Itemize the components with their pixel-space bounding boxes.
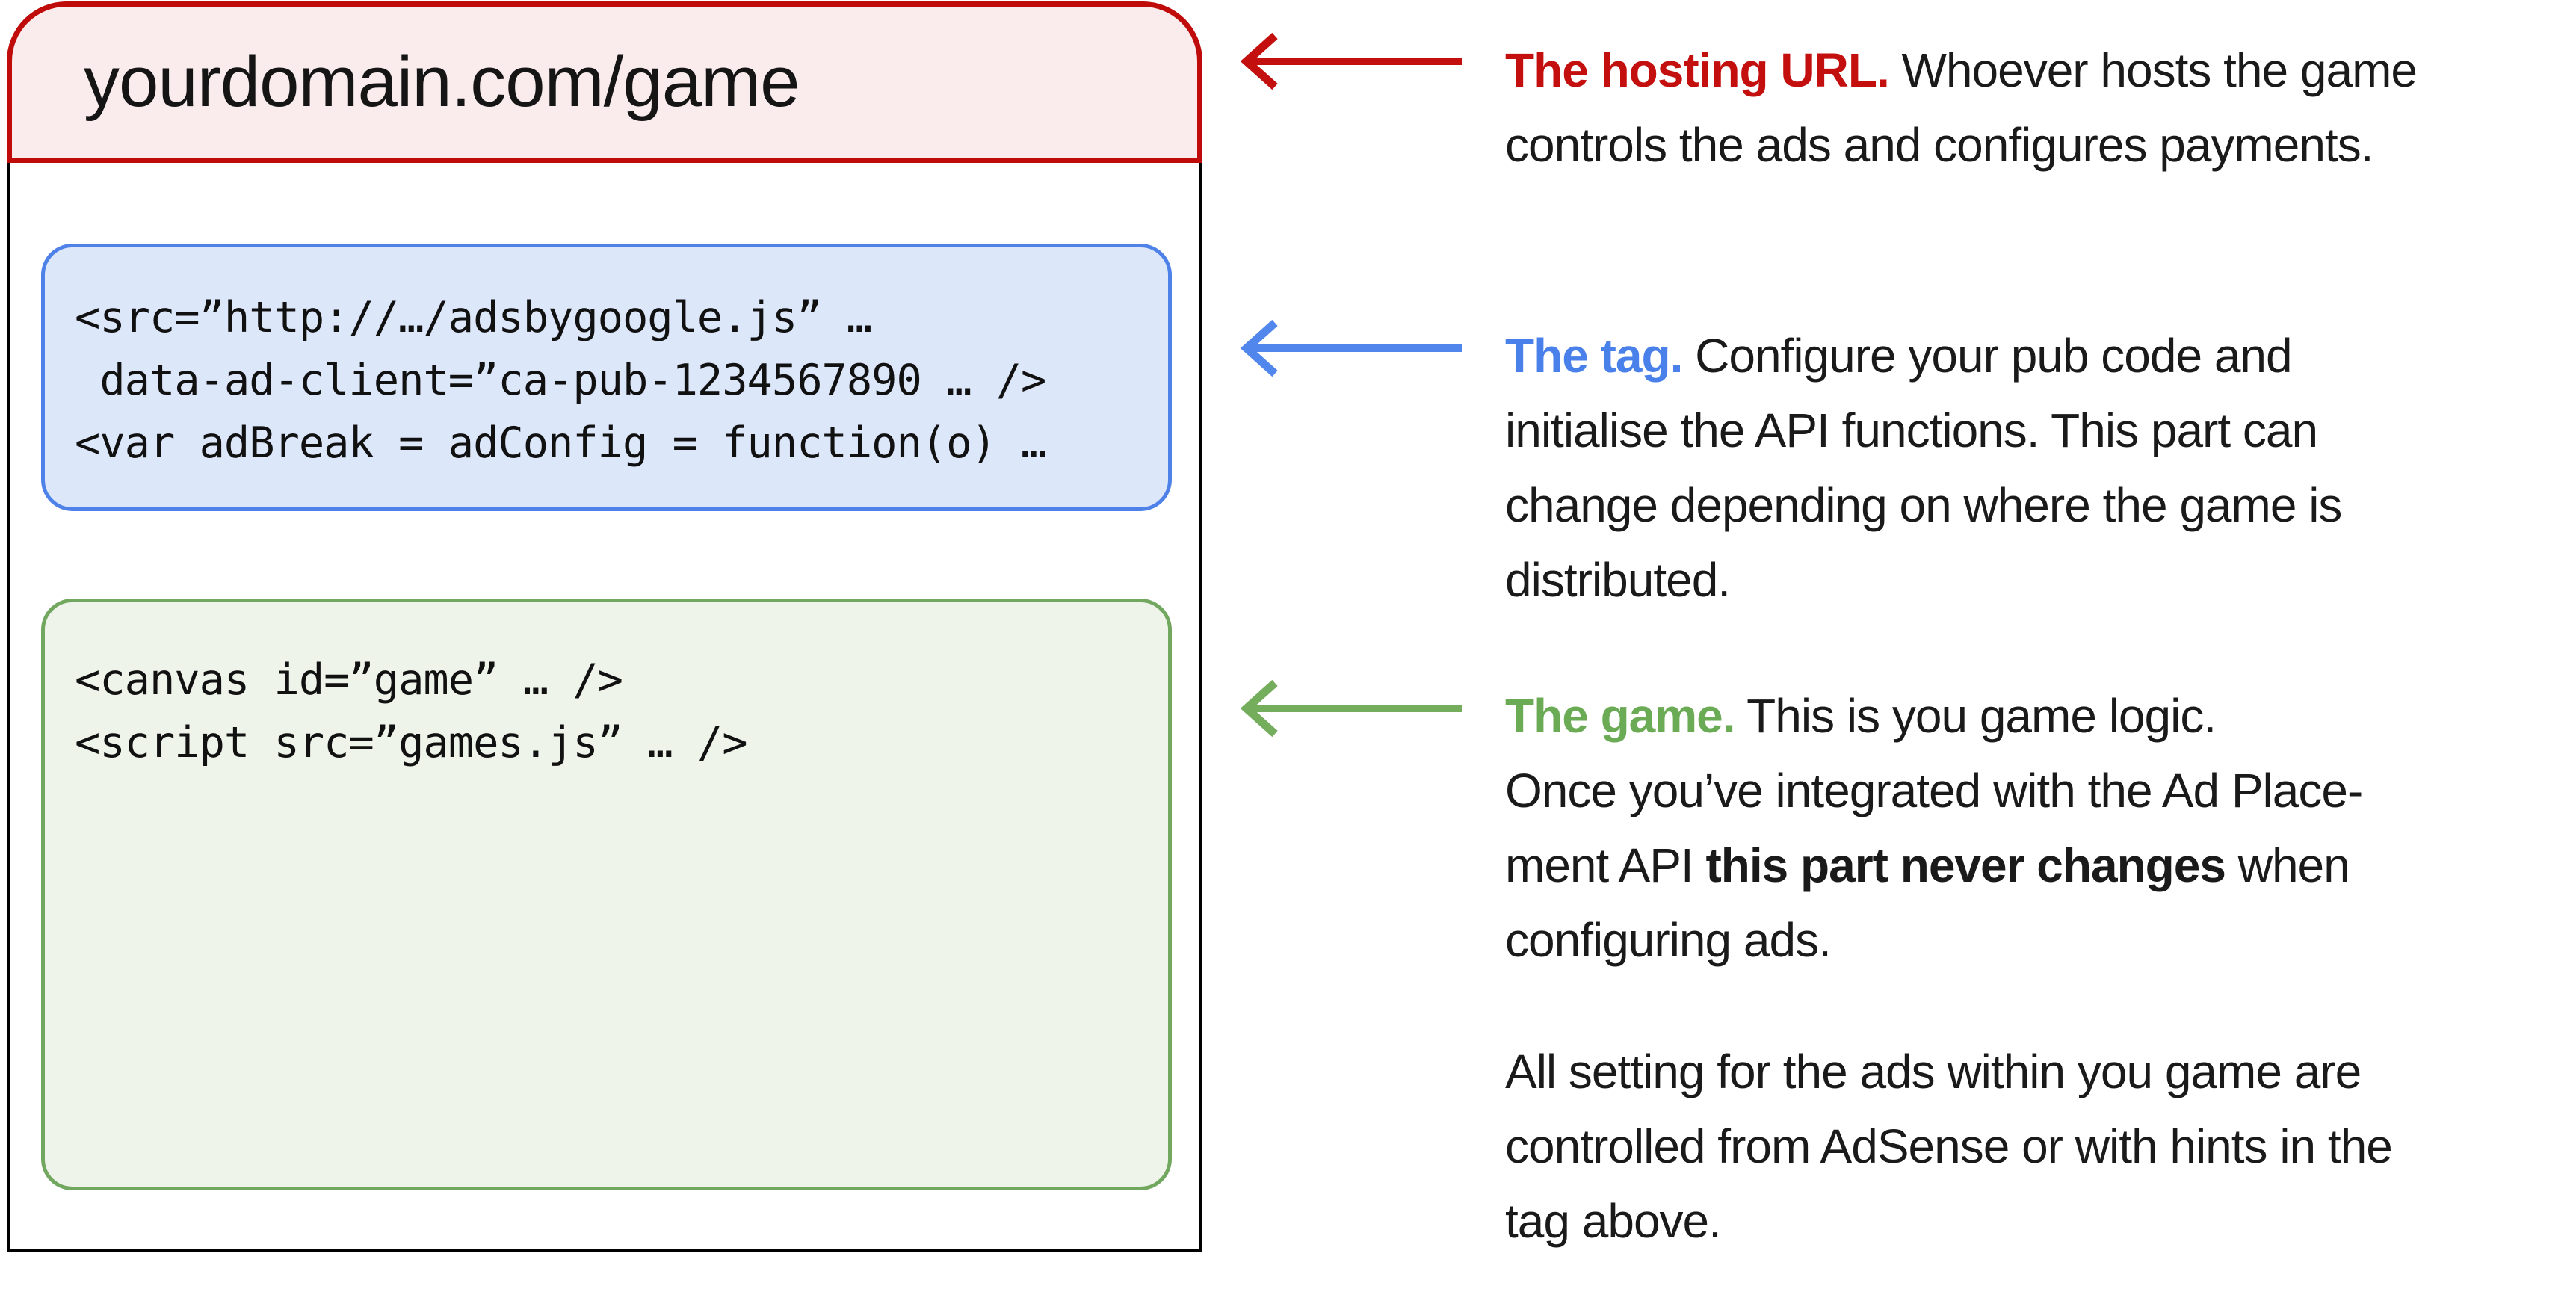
annotation-text: ment API <box>1505 838 1706 892</box>
annotation-heading: The tag. <box>1505 329 1683 383</box>
annotation-line: controls the ads and configures payments… <box>1505 108 2574 182</box>
annotation-line: change depending on where the game is <box>1505 468 2574 543</box>
annotation-text: controls the ads and configures payments… <box>1505 118 2373 172</box>
code-line: <var adBreak = adConfig = function(o) … <box>75 418 1046 468</box>
annotation-tag: The tag. Configure your pub code and init… <box>1505 318 2574 617</box>
annotation-hosting-url: The hosting URL. Whoever hosts the game c… <box>1505 33 2574 182</box>
annotation-text: this part never changes <box>1705 838 2226 892</box>
annotation-text: configuring ads. <box>1505 913 1832 967</box>
left-arrow-icon <box>1236 664 1475 753</box>
annotation-text: All setting for the ads within you game … <box>1505 1045 2362 1098</box>
annotation-text: This is you game logic. <box>1735 689 2217 743</box>
game-box-code: <canvas id=”game” … /> <script src=”games… <box>75 649 1168 774</box>
annotation-game: The game. This is you game logic. Once yo… <box>1505 679 2574 977</box>
annotation-line: distributed. <box>1505 543 2574 617</box>
code-line: data-ad-client=”ca-pub-1234567890 … /> <box>75 356 1046 405</box>
annotation-text: controlled from AdSense or with hints in… <box>1505 1119 2393 1173</box>
ad-tag-code-box: <src=”http://…/adsbygoogle.js” … data-ad… <box>41 244 1172 511</box>
code-line: <src=”http://…/adsbygoogle.js” … <box>75 293 872 342</box>
tag-box-code: <src=”http://…/adsbygoogle.js” … data-ad… <box>75 286 1168 475</box>
browser-address-bar: yourdomain.com/game <box>7 1 1202 163</box>
annotation-ads-settings: All setting for the ads within you game … <box>1505 1034 2574 1258</box>
annotation-text: Whoever hosts the game <box>1888 43 2418 97</box>
annotation-line: Once you’ve integrated with the Ad Place… <box>1505 753 2574 828</box>
annotation-text: distributed. <box>1505 553 1731 607</box>
annotation-line: The tag. Configure your pub code and <box>1505 318 2574 393</box>
annotation-text: initialise the API functions. This part … <box>1505 404 2318 457</box>
left-arrow-icon <box>1236 303 1475 393</box>
annotation-line: tag above. <box>1505 1184 2574 1258</box>
annotation-line: The hosting URL. Whoever hosts the game <box>1505 33 2574 108</box>
annotation-line: ment API this part never changes when <box>1505 828 2574 903</box>
annotation-text: when <box>2225 838 2350 892</box>
left-arrow-icon <box>1236 16 1475 106</box>
annotation-line: controlled from AdSense or with hints in… <box>1505 1109 2574 1184</box>
annotation-heading: The game. <box>1505 689 1736 743</box>
annotation-line: All setting for the ads within you game … <box>1505 1034 2574 1109</box>
annotation-text: Once you’ve integrated with the Ad Place… <box>1505 764 2363 817</box>
game-code-box: <canvas id=”game” … /> <script src=”games… <box>41 599 1172 1190</box>
annotation-line: configuring ads. <box>1505 903 2574 977</box>
annotation-text: change depending on where the game is <box>1505 478 2342 532</box>
annotation-line: initialise the API functions. This part … <box>1505 393 2574 468</box>
annotation-text: Configure your pub code and <box>1682 329 2292 383</box>
annotation-text: tag above. <box>1505 1194 1722 1248</box>
code-line: <canvas id=”game” … /> <box>75 655 623 705</box>
annotation-heading: The hosting URL. <box>1505 43 1890 97</box>
annotation-line: The game. This is you game logic. <box>1505 679 2574 753</box>
hosting-url-text: yourdomain.com/game <box>84 42 800 122</box>
code-line: <script src=”games.js” … /> <box>75 718 748 767</box>
